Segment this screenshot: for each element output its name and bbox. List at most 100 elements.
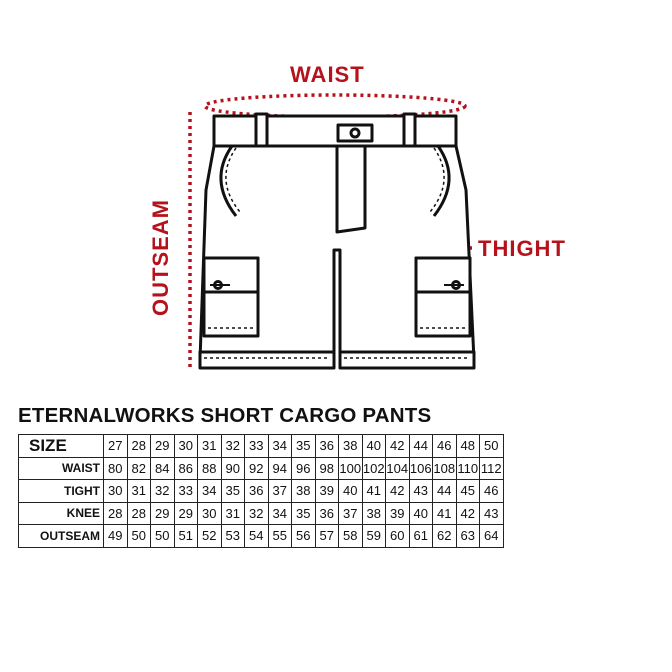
table-cell: 35	[220, 479, 245, 503]
table-cell: 38	[291, 479, 316, 503]
waist-label: WAIST	[290, 62, 365, 87]
table-cell: 32	[150, 479, 175, 503]
table-cell: 41	[361, 479, 386, 503]
table-cell: 98	[314, 456, 339, 480]
table-cell: 55	[267, 524, 292, 548]
table-row: KNEE 28 28 29 29 30 31 32 34 35 36 37 38…	[18, 501, 504, 525]
size-cell: 31	[197, 434, 222, 458]
size-cell: 46	[432, 434, 457, 458]
waist-measure-line	[203, 93, 467, 119]
table-cell: 61	[408, 524, 433, 548]
size-cell: 42	[385, 434, 410, 458]
table-cell: 112	[479, 456, 504, 480]
size-cell: 38	[338, 434, 363, 458]
shorts-outline	[198, 112, 476, 370]
table-cell: 106	[408, 456, 433, 480]
row-label-knee: KNEE	[18, 501, 104, 525]
size-cell: 32	[220, 434, 245, 458]
table-cell: 37	[267, 479, 292, 503]
table-cell: 90	[220, 456, 245, 480]
table-cell: 30	[197, 501, 222, 525]
table-cell: 64	[479, 524, 504, 548]
size-cell: 50	[479, 434, 504, 458]
table-cell: 50	[150, 524, 175, 548]
size-cell: 35	[291, 434, 316, 458]
table-cell: 37	[338, 501, 363, 525]
table-row: OUTSEAM 49 50 50 51 52 53 54 55 56 57 58…	[18, 524, 504, 548]
table-cell: 62	[432, 524, 457, 548]
table-cell: 42	[455, 501, 480, 525]
table-cell: 34	[267, 501, 292, 525]
table-cell: 31	[220, 501, 245, 525]
size-cell: 28	[126, 434, 151, 458]
outseam-label: OUTSEAM	[148, 199, 173, 316]
table-cell: 39	[385, 501, 410, 525]
size-cell: 29	[150, 434, 175, 458]
size-cell: 30	[173, 434, 198, 458]
table-cell: 43	[479, 501, 504, 525]
thigh-label: THIGHT	[478, 236, 566, 261]
row-label-waist: WAIST	[18, 456, 104, 480]
size-cell: 36	[314, 434, 339, 458]
table-cell: 40	[408, 501, 433, 525]
table-cell: 52	[197, 524, 222, 548]
table-cell: 28	[126, 501, 151, 525]
table-cell: 80	[103, 456, 128, 480]
size-cell: 44	[408, 434, 433, 458]
table-cell: 100	[338, 456, 363, 480]
table-row: WAIST 80 82 84 86 88 90 92 94 96 98 100 …	[18, 456, 504, 480]
table-cell: 46	[479, 479, 504, 503]
table-cell: 44	[432, 479, 457, 503]
table-cell: 43	[408, 479, 433, 503]
table-cell: 108	[432, 456, 457, 480]
size-header: SIZE	[18, 434, 104, 458]
table-cell: 56	[291, 524, 316, 548]
table-cell: 31	[126, 479, 151, 503]
table-cell: 110	[455, 456, 480, 480]
table-cell: 50	[126, 524, 151, 548]
table-cell: 86	[173, 456, 198, 480]
table-cell: 53	[220, 524, 245, 548]
table-cell: 40	[338, 479, 363, 503]
table-cell: 63	[455, 524, 480, 548]
size-chart-title: ETERNALWORKS SHORT CARGO PANTS	[18, 404, 432, 427]
table-cell: 96	[291, 456, 316, 480]
table-cell: 60	[385, 524, 410, 548]
table-cell: 51	[173, 524, 198, 548]
table-cell: 59	[361, 524, 386, 548]
shorts-measurement-diagram	[188, 93, 476, 370]
table-row: TIGHT 30 31 32 33 34 35 36 37 38 39 40 4…	[18, 479, 504, 503]
table-cell: 29	[150, 501, 175, 525]
table-cell: 58	[338, 524, 363, 548]
table-cell: 54	[244, 524, 269, 548]
table-header-row: SIZE 27 28 29 30 31 32 33 34 35 36 38 40…	[18, 434, 504, 458]
table-cell: 36	[314, 501, 339, 525]
table-cell: 49	[103, 524, 128, 548]
table-cell: 28	[103, 501, 128, 525]
size-cell: 48	[455, 434, 480, 458]
table-cell: 84	[150, 456, 175, 480]
table-cell: 30	[103, 479, 128, 503]
table-cell: 104	[385, 456, 410, 480]
table-cell: 42	[385, 479, 410, 503]
size-cell: 27	[103, 434, 128, 458]
table-cell: 102	[361, 456, 386, 480]
table-cell: 41	[432, 501, 457, 525]
table-cell: 36	[244, 479, 269, 503]
table-cell: 57	[314, 524, 339, 548]
size-cell: 34	[267, 434, 292, 458]
size-cell: 40	[361, 434, 386, 458]
table-cell: 38	[361, 501, 386, 525]
table-cell: 82	[126, 456, 151, 480]
table-cell: 39	[314, 479, 339, 503]
table-cell: 88	[197, 456, 222, 480]
size-cell: 33	[244, 434, 269, 458]
row-label-outseam: OUTSEAM	[18, 524, 104, 548]
size-chart-table: SIZE 27 28 29 30 31 32 33 34 35 36 38 40…	[18, 434, 504, 548]
table-cell: 32	[244, 501, 269, 525]
table-cell: 45	[455, 479, 480, 503]
table-cell: 35	[291, 501, 316, 525]
table-cell: 94	[267, 456, 292, 480]
table-cell: 92	[244, 456, 269, 480]
table-cell: 29	[173, 501, 198, 525]
